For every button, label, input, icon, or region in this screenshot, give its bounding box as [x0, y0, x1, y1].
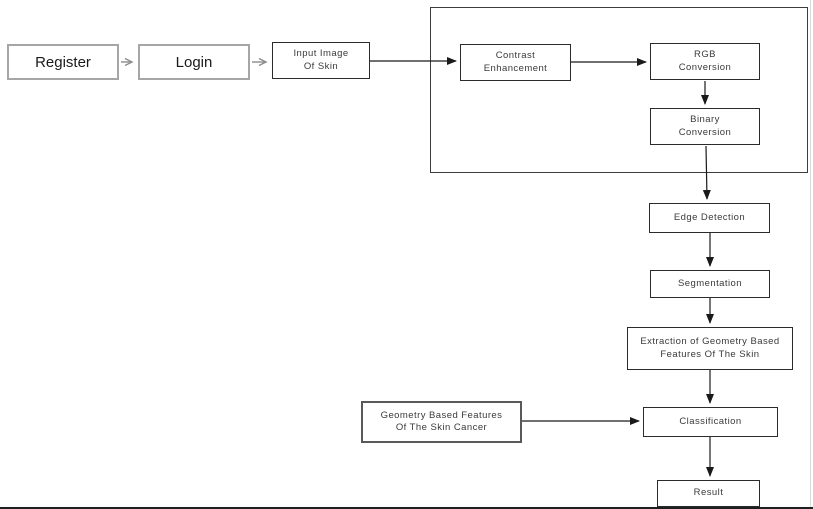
node-result: Result: [657, 480, 760, 507]
node-input-image: Input Image Of Skin: [272, 42, 370, 79]
node-binary-conversion: Binary Conversion: [650, 108, 760, 145]
node-register: Register: [7, 44, 119, 80]
node-extraction-features: Extraction of Geometry Based Features Of…: [627, 327, 793, 370]
right-edge-line: [810, 0, 811, 509]
node-segmentation: Segmentation: [650, 270, 770, 298]
node-edge-detection: Edge Detection: [649, 203, 770, 233]
node-classification: Classification: [643, 407, 778, 437]
node-geometry-features: Geometry Based Features Of The Skin Canc…: [361, 401, 522, 443]
node-login: Login: [138, 44, 250, 80]
node-rgb-conversion: RGB Conversion: [650, 43, 760, 80]
preprocessing-group-frame: [430, 7, 808, 173]
bottom-edge-line: [0, 507, 813, 509]
node-contrast-enhancement: Contrast Enhancement: [460, 44, 571, 81]
